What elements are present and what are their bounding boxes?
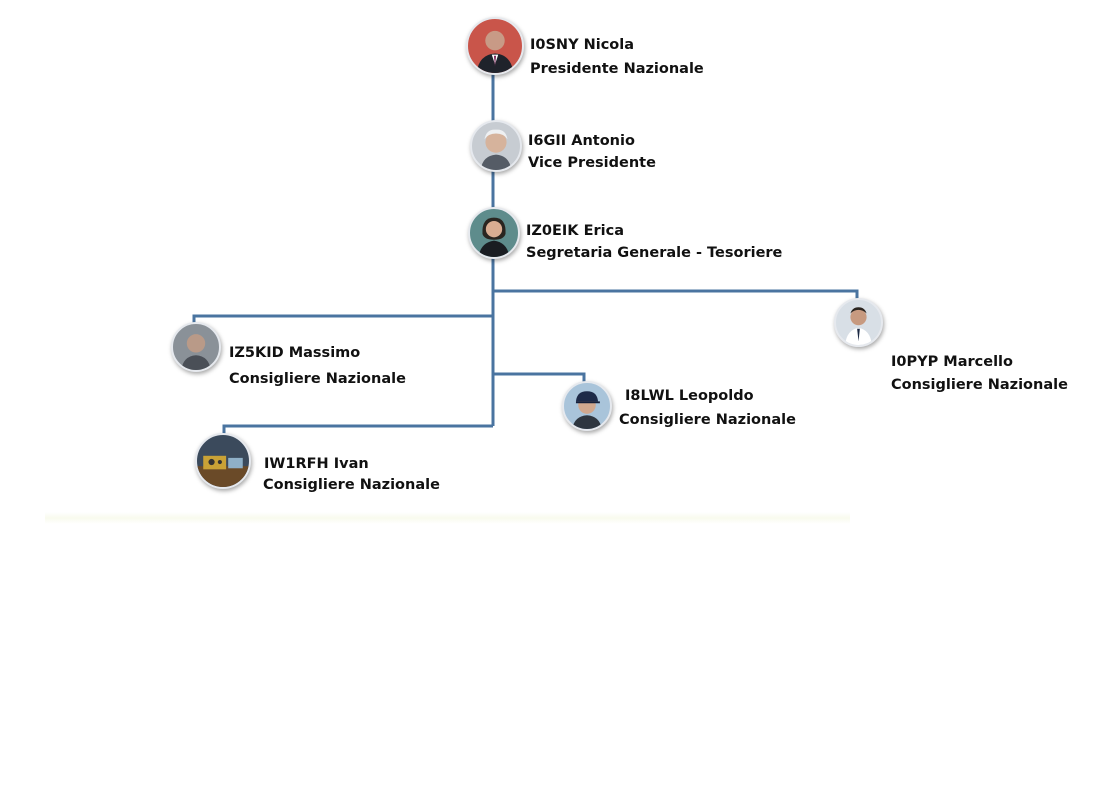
member-label-leopoldo: I8LWL Leopoldo Consigliere Nazionale <box>619 388 796 430</box>
portrait-man-cap-icon <box>572 391 602 429</box>
portrait-man-gray-hair-icon <box>480 129 512 170</box>
avatar-massimo <box>171 322 221 372</box>
avatar-antonio <box>470 120 522 172</box>
member-label-nicola: I0SNY Nicola Presidente Nazionale <box>530 37 704 79</box>
member-label-marcello: I0PYP Marcello Consigliere Nazionale <box>891 354 1068 395</box>
member-role: Vice Presidente <box>528 155 656 172</box>
radio-station-icon <box>197 455 249 487</box>
avatar-erica <box>468 207 520 259</box>
member-name: IW1RFH Ivan <box>264 456 369 472</box>
member-name: IZ0EIK Erica <box>526 223 624 239</box>
avatar-marcello <box>834 298 883 347</box>
member-role: Consigliere Nazionale <box>263 477 440 494</box>
faint-background-band <box>45 512 850 524</box>
member-label-erica: IZ0EIK Erica Segretaria Generale - Tesor… <box>526 223 782 263</box>
member-name: I8LWL Leopoldo <box>625 388 754 404</box>
member-role: Presidente Nazionale <box>530 61 704 78</box>
member-label-massimo: IZ5KID Massimo Consigliere Nazionale <box>229 345 406 389</box>
avatar-nicola <box>466 17 524 75</box>
avatar-ivan <box>195 433 251 489</box>
member-name: IZ5KID Massimo <box>229 345 361 361</box>
connector-branch-ivan <box>222 424 493 436</box>
portrait-woman-icon <box>478 217 510 257</box>
member-role: Consigliere Nazionale <box>891 377 1068 394</box>
member-name: I0SNY Nicola <box>530 37 635 53</box>
member-name: I0PYP Marcello <box>891 354 1013 370</box>
member-name: I6GII Antonio <box>528 133 635 149</box>
member-role: Consigliere Nazionale <box>619 412 796 429</box>
portrait-man-icon <box>181 334 211 370</box>
portrait-man-suit-icon <box>476 30 514 73</box>
member-role: Consigliere Nazionale <box>229 371 406 388</box>
avatar-leopoldo <box>562 381 612 431</box>
connector-branch-massimo <box>192 314 493 326</box>
member-label-antonio: I6GII Antonio Vice Presidente <box>528 133 656 173</box>
connector-branch-leopoldo <box>493 372 586 384</box>
connector-branch-marcello <box>493 289 859 300</box>
member-label-ivan: IW1RFH Ivan Consigliere Nazionale <box>263 456 440 495</box>
portrait-man-tie-icon <box>845 307 872 345</box>
member-role: Segretaria Generale - Tesoriere <box>526 245 783 262</box>
